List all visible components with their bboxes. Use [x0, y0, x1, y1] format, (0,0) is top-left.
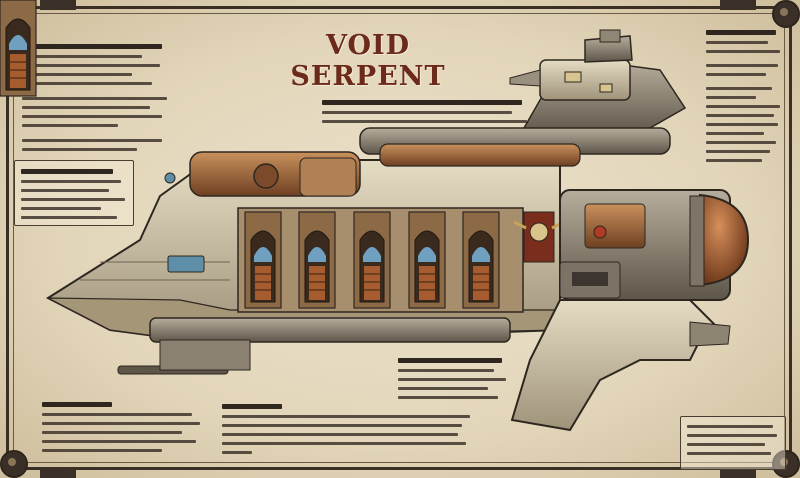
bottom-left-notes	[42, 402, 202, 458]
skull-emblem-icon	[513, 211, 565, 263]
lower-cannon	[117, 299, 731, 432]
page-title: VOID SERPENT	[290, 30, 446, 92]
inner-frame	[13, 13, 785, 463]
bridge-tower	[509, 29, 687, 136]
bottom-center-notes	[222, 404, 472, 460]
engine-block	[559, 189, 750, 301]
frame-tab	[720, 0, 756, 10]
bottom-center-right-notes	[398, 358, 508, 405]
right-top-notes	[706, 30, 786, 168]
corner-rivet-icon	[772, 450, 800, 478]
top-left-notes	[22, 44, 172, 157]
mid-left-notes	[14, 160, 134, 226]
frame-tab	[40, 0, 76, 10]
corner-rivet-icon	[772, 0, 800, 28]
outer-frame	[6, 6, 792, 470]
frame-tab	[720, 468, 756, 478]
window-gallery	[0, 0, 524, 313]
frame-tab	[40, 468, 76, 478]
upper-pipes	[189, 127, 671, 197]
corner-rivet-icon	[0, 450, 28, 478]
bottom-right-notes	[680, 416, 786, 470]
center-top-notes	[322, 100, 532, 129]
